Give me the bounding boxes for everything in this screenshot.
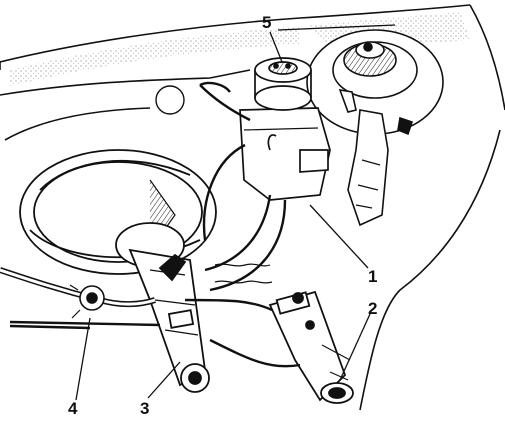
strut-mount [306, 29, 444, 136]
callout-1: 1 [368, 267, 377, 286]
callout-leaders [75, 24, 396, 401]
body-panel [0, 4, 505, 411]
callout-3: 3 [140, 399, 149, 418]
fluid-reservoir [239, 57, 331, 201]
callout-4: 4 [68, 399, 78, 418]
mounting-bracket [347, 109, 389, 227]
callout-2: 2 [368, 299, 377, 318]
grommet [155, 85, 185, 115]
brake-booster [19, 149, 217, 275]
mounting-nut [69, 284, 105, 319]
callout-5: 5 [262, 13, 271, 32]
master-cylinder [128, 248, 210, 393]
hose-loom [214, 263, 273, 284]
pressure-regulator [268, 290, 354, 404]
